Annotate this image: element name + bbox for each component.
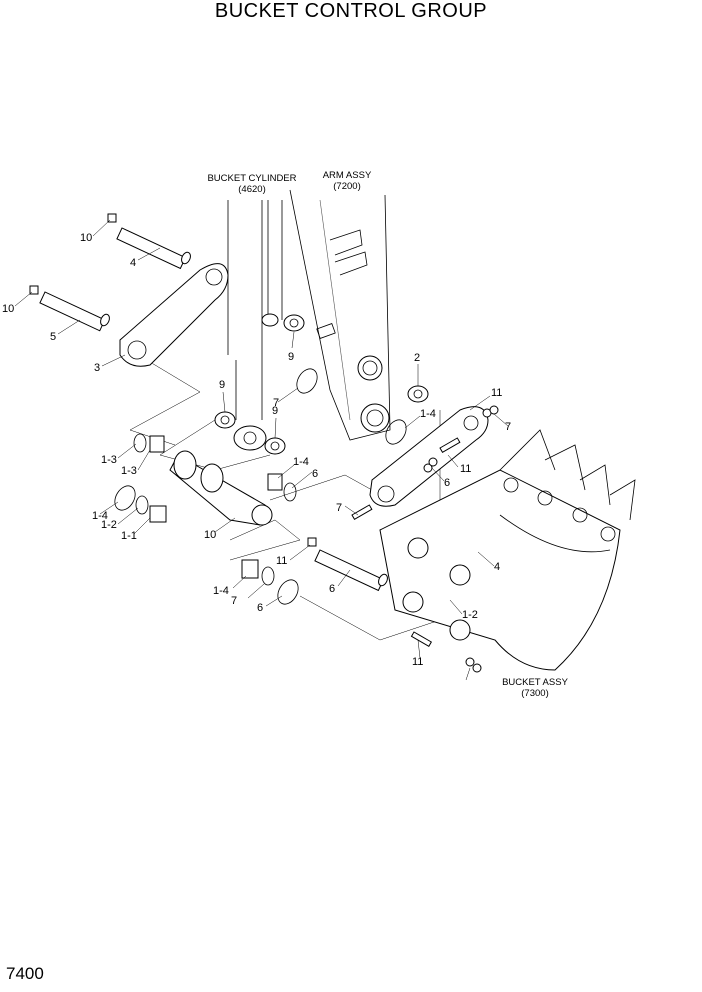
part-10-grease-fittings (29, 213, 317, 547)
part-1-bushings-and-seals (133, 433, 297, 586)
callout: 10 (2, 303, 14, 315)
callout: 1-4 (293, 456, 309, 468)
arm-assy-label: ARM ASSY (323, 170, 372, 181)
callout: 1-2 (462, 609, 478, 621)
callout: 10 (204, 529, 216, 541)
bucket-assy (379, 429, 636, 671)
callout: 7 (336, 502, 342, 514)
part-3-link (119, 263, 229, 367)
callout: 1-1 (121, 530, 137, 542)
bucket-assy-code: (7300) (521, 688, 548, 699)
callout: 5 (50, 331, 56, 343)
page-title: BUCKET CONTROL GROUP (214, 0, 488, 22)
callout: 1-4 (213, 585, 229, 597)
callout-leader-lines (14, 219, 509, 681)
callout: 9 (272, 405, 278, 417)
part-1-1-link-body (169, 450, 273, 526)
part-5-pin (39, 291, 110, 332)
callout: 2 (414, 352, 420, 364)
callout: 4 (130, 257, 136, 269)
bucket-cylinder-label: BUCKET CYLINDER (207, 173, 296, 184)
reference-labels: BUCKET CYLINDER (4620) ARM ASSY (7200) B… (207, 170, 568, 699)
callout: 1-3 (101, 454, 117, 466)
part-2-link (369, 406, 489, 507)
bucket-cylinder-code: (4620) (238, 184, 265, 195)
callout: 11 (276, 555, 287, 567)
callout: 11 (412, 656, 423, 668)
part-4-pin-upper (116, 227, 191, 270)
callout: 11 (460, 463, 471, 475)
callout: 1-4 (92, 510, 108, 522)
part-4-pin-lower (314, 549, 388, 592)
callout: 7 (505, 421, 511, 433)
callout-numbers: 10 4 10 5 3 9 9 7 9 2 11 7 1-4 1-3 1-3 1… (2, 232, 511, 668)
callout: 1-3 (121, 465, 137, 477)
bucket-cylinder (227, 200, 283, 451)
callout: 3 (94, 362, 100, 374)
callout: 7 (231, 595, 237, 607)
callout: 6 (444, 477, 450, 489)
part-7-o-rings (114, 368, 407, 605)
bucket-assy-label: BUCKET ASSY (502, 677, 568, 688)
callout: 1-2 (101, 519, 117, 531)
callout: 1-4 (420, 408, 436, 420)
callout: 10 (80, 232, 92, 244)
callout: 9 (288, 351, 294, 363)
arm-assy (289, 189, 391, 441)
arm-assy-code: (7200) (333, 181, 360, 192)
callout: 6 (257, 602, 263, 614)
callout: 4 (494, 561, 500, 573)
callout: 11 (491, 387, 502, 399)
callout: 9 (219, 379, 225, 391)
callout: 6 (312, 468, 318, 480)
page-number: 7400 (6, 964, 44, 983)
callout: 6 (329, 583, 335, 595)
callout: 7 (273, 397, 279, 409)
